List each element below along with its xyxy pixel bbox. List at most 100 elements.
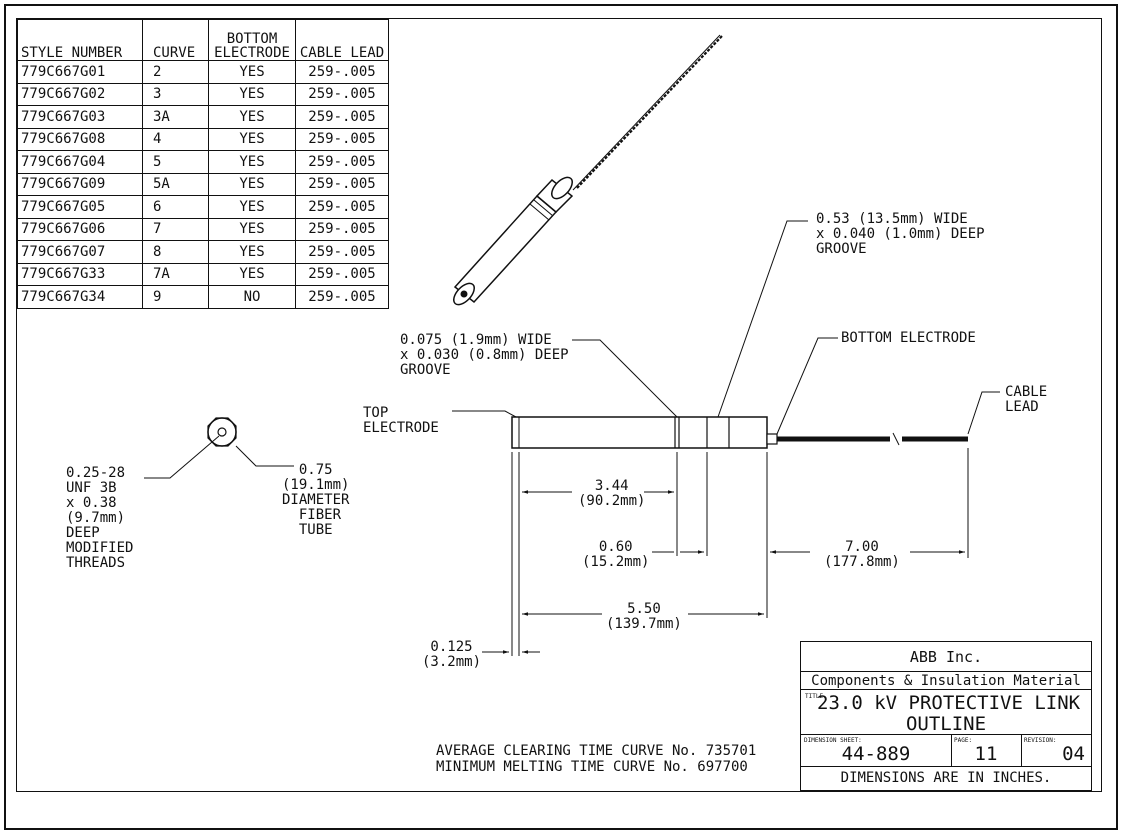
header-cable-lead: CABLE LEAD [295, 19, 389, 61]
cell-curve: 4 [142, 127, 209, 151]
cell-bottom-electrode: YES [208, 150, 296, 174]
sheet-number: 44-889 [841, 743, 911, 765]
cable-break-mark [892, 432, 900, 446]
sheet-cell: DIMENSION SHEET: 44-889 [801, 735, 952, 767]
revision-cell: REVISION: 04 [1021, 735, 1091, 767]
header-bottom-line1: BOTTOM [226, 31, 278, 47]
drawing-title-line2: OUTLINE [905, 713, 987, 735]
bottom-electrode [766, 433, 778, 445]
side-view [452, 220, 1000, 656]
title-block-number-row: DIMENSION SHEET: 44-889 PAGE: 11 REVISIO… [801, 735, 1091, 767]
clearing-curve-note: AVERAGE CLEARING TIME CURVE No. 735701 [436, 743, 757, 759]
narrow-groove-leader [572, 339, 678, 418]
side-body [511, 416, 768, 449]
page-number: 11 [974, 743, 998, 765]
page-cell: PAGE: 11 [951, 735, 1022, 767]
title-block-division-row: Components & Insulation Material [801, 672, 1091, 690]
top-electrode-callout: TOP ELECTRODE [363, 405, 439, 436]
outer-border [4, 4, 1118, 830]
cable-lead-leader [967, 391, 1000, 435]
narrow-groove-callout: 0.075 (1.9mm) WIDE x 0.030 (0.8mm) DEEP … [400, 332, 569, 378]
threads-leader [144, 435, 220, 479]
revision-tag: REVISION: [1024, 737, 1057, 744]
cell-cable-lead: 259-.005 [295, 217, 389, 241]
revision-number: 04 [1062, 743, 1085, 765]
cell-bottom-electrode: YES [208, 240, 296, 264]
bottom-electrode-callout: BOTTOM ELECTRODE [841, 330, 976, 346]
inner-border [16, 18, 1102, 792]
cell-cable-lead: 259-.005 [295, 172, 389, 196]
company-name: ABB Inc. [909, 648, 983, 666]
title-block-title-row: TITLE 23.0 kV PROTECTIVE LINK OUTLINE [801, 690, 1091, 735]
iso-top-end [551, 176, 573, 200]
cell-cable-lead: 259-.005 [295, 262, 389, 286]
cell-bottom-electrode: NO [208, 285, 296, 309]
table-header-row: STYLE NUMBER CURVE BOTTOM ELECTRODE CABL… [17, 19, 389, 61]
header-bottom-electrode: BOTTOM ELECTRODE [208, 19, 296, 61]
cable-lead-callout: CABLE LEAD [1005, 384, 1048, 415]
cell-cable-lead: 259-.005 [295, 285, 389, 309]
wide-groove-callout: 0.53 (13.5mm) WIDE x 0.040 (1.0mm) DEEP … [816, 211, 985, 257]
dim-700-label: 7.00 (177.8mm) [824, 539, 900, 570]
dim-550-label: 5.50 (139.7mm) [606, 601, 682, 632]
cell-curve: 5A [142, 172, 209, 196]
style-table: STYLE NUMBER CURVE BOTTOM ELECTRODE CABL… [17, 19, 389, 309]
cell-cable-lead: 259-.005 [295, 195, 389, 219]
title-block: ABB Inc. Components & Insulation Materia… [800, 641, 1092, 791]
dim-060-label: 0.60 (15.2mm) [582, 539, 650, 570]
end-view-thread [217, 427, 227, 437]
dim-344-label: 3.44 (90.2mm) [578, 478, 646, 509]
cell-style-number: 779C667G02 [17, 82, 143, 106]
melting-curve-note: MINIMUM MELTING TIME CURVE No. 697700 [436, 759, 748, 775]
cell-cable-lead: 259-.005 [295, 150, 389, 174]
cell-style-number: 779C667G04 [17, 150, 143, 174]
units-note: DIMENSIONS ARE IN INCHES. [840, 770, 1052, 786]
iso-thread-hole [460, 290, 468, 298]
end-view [144, 417, 294, 479]
division-name: Components & Insulation Material [811, 673, 1081, 689]
threads-callout: 0.25-28 UNF 3B x 0.38 (9.7mm) DEEP MODIF… [66, 465, 134, 571]
iso-groove-line-2 [533, 199, 554, 217]
iso-cable-lead-edge [572, 34, 721, 191]
fiber-tube-leader [235, 445, 294, 467]
cell-cable-lead: 259-.005 [295, 60, 389, 84]
cell-style-number: 779C667G09 [17, 172, 143, 196]
title-block-company-row: ABB Inc. [801, 642, 1091, 672]
cell-style-number: 779C667G05 [17, 195, 143, 219]
sheet-tag: DIMENSION SHEET: [804, 737, 862, 744]
top-electrode-leader [452, 410, 517, 418]
isometric-view [453, 34, 723, 306]
header-curve: CURVE [142, 19, 209, 61]
end-view-tube [207, 417, 237, 447]
header-bottom-line2: ELECTRODE [214, 45, 290, 61]
cell-style-number: 779C667G34 [17, 285, 143, 309]
iso-cable-lead [576, 35, 723, 189]
iso-groove-line [529, 203, 550, 221]
wide-groove-leader [717, 220, 808, 418]
header-style-number: STYLE NUMBER [17, 19, 143, 61]
bottom-electrode-leader [776, 337, 838, 435]
title-tag: TITLE [805, 693, 824, 700]
cell-bottom-electrode: YES [208, 172, 296, 196]
cell-style-number: 779C667G08 [17, 127, 143, 151]
cell-style-number: 779C667G06 [17, 217, 143, 241]
cell-bottom-electrode: YES [208, 127, 296, 151]
cell-cable-lead: 259-.005 [295, 127, 389, 151]
dim-0125-label: 0.125 (3.2mm) [422, 639, 482, 670]
fiber-tube-callout: 0.75 (19.1mm) DIAMETER FIBER TUBE [282, 462, 350, 538]
title-block-units-row: DIMENSIONS ARE IN INCHES. [801, 767, 1091, 790]
drawing-title-line1: 23.0 kV PROTECTIVE LINK [817, 692, 1081, 714]
